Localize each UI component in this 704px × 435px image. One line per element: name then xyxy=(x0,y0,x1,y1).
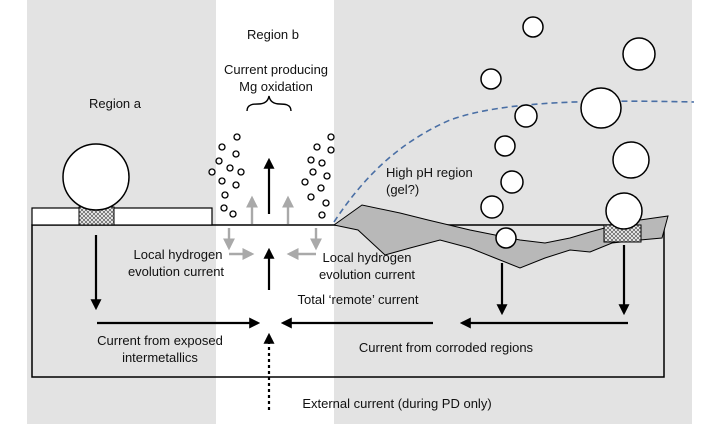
external-current-label: External current (during PD only) xyxy=(302,396,491,411)
high-ph-label-line1: High pH region xyxy=(386,165,473,180)
small-bubble xyxy=(232,181,240,189)
small-bubble xyxy=(317,184,325,192)
small-bubble xyxy=(309,168,317,176)
local-hydrogen-left-line1: Local hydrogen xyxy=(134,247,223,262)
current-producing-label-line1: Current producing xyxy=(224,62,328,77)
bubble xyxy=(480,68,502,90)
current-producing-label-line2: Mg oxidation xyxy=(239,79,313,94)
hydrogen-bubble-large xyxy=(62,143,130,211)
bubble-stream xyxy=(480,16,656,249)
hydrogen-bubble-right xyxy=(605,192,643,230)
small-bubble xyxy=(318,211,326,219)
small-bubble xyxy=(232,150,240,158)
corroded-regions-label: Current from corroded regions xyxy=(359,340,534,355)
small-bubble xyxy=(327,133,335,141)
bubble xyxy=(522,16,544,38)
small-bubble xyxy=(327,146,335,154)
small-bubble xyxy=(322,199,330,207)
bubble xyxy=(580,87,622,129)
bubble xyxy=(514,104,538,128)
small-bubble xyxy=(215,157,223,165)
small-bubble xyxy=(237,168,245,176)
small-bubble xyxy=(313,143,321,151)
total-remote-label: Total ‘remote’ current xyxy=(298,292,419,307)
coating-layer xyxy=(31,207,213,226)
small-bubble xyxy=(233,133,241,141)
small-bubble xyxy=(208,168,216,176)
small-bubble xyxy=(218,177,226,185)
small-bubble xyxy=(301,178,309,186)
exposed-intermetallics-label-line1: Current from exposed xyxy=(97,333,223,348)
small-bubble xyxy=(226,164,234,172)
small-bubble xyxy=(229,210,237,218)
small-bubble xyxy=(218,143,226,151)
small-bubbles xyxy=(208,133,335,219)
bubble xyxy=(480,195,504,219)
curly-brace xyxy=(246,95,292,112)
bubble xyxy=(494,135,516,157)
region-a-label: Region a xyxy=(89,96,142,111)
local-hydrogen-right-line2: evolution current xyxy=(319,267,415,282)
bubble xyxy=(622,37,656,71)
local-hydrogen-left-line2: evolution current xyxy=(128,264,224,279)
small-bubble xyxy=(323,172,331,180)
exposed-intermetallics-label-line2: intermetallics xyxy=(122,350,198,365)
small-bubble xyxy=(221,191,229,199)
small-bubble xyxy=(318,159,326,167)
local-hydrogen-right-line1: Local hydrogen xyxy=(323,250,412,265)
high-ph-label-line2: (gel?) xyxy=(386,182,419,197)
bubble xyxy=(612,141,650,179)
small-bubble xyxy=(307,156,315,164)
bubble xyxy=(495,227,517,249)
small-bubble xyxy=(307,193,315,201)
region-b-label: Region b xyxy=(247,27,299,42)
bubble xyxy=(500,170,524,194)
small-bubble xyxy=(220,204,228,212)
